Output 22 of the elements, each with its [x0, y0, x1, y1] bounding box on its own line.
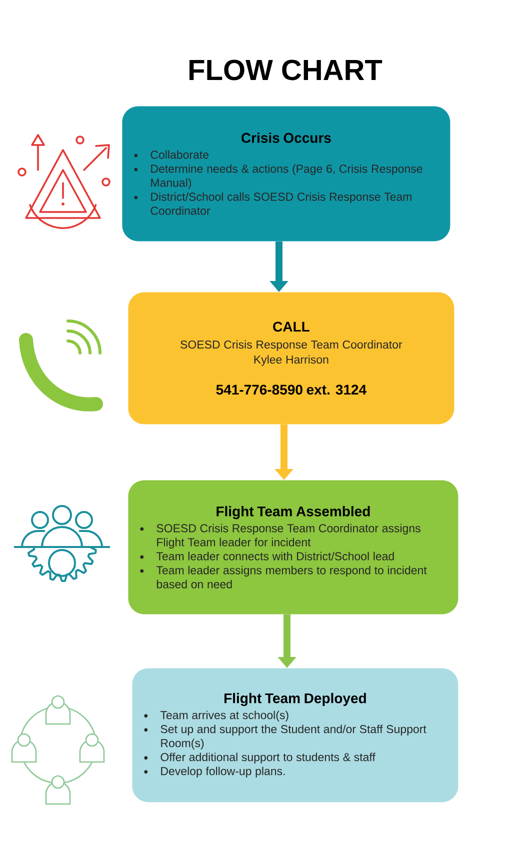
bullet-item: Develop follow-up plans.: [144, 766, 285, 778]
info-line: Kylee Harrison: [254, 355, 328, 366]
bullet-item: Collaborate: [134, 150, 208, 159]
process-box: [128, 292, 454, 424]
process-box: [132, 668, 458, 802]
process-box: [122, 106, 450, 242]
step-heading: Flight Team Deployed: [224, 692, 366, 706]
bullet-item: Set up and support the Student and/or Staff Support Room(s): [144, 724, 426, 750]
bullet-item: Offer additional support to students & staff: [144, 752, 376, 764]
bullet-item: District/School calls SOESD Crisis Response Team Coordinator: [134, 192, 412, 215]
info-line: SOESD Crisis Response Team Coordinator: [180, 340, 402, 351]
step-heading: CALL: [273, 322, 310, 332]
phone-number: 541-776-8590 ext. 3124: [216, 384, 366, 395]
process-box: [128, 480, 458, 614]
bullet-item: Team leader connects with District/School lead: [140, 552, 394, 560]
step-heading: Flight Team Assembled: [216, 506, 370, 520]
bullet-item: Team leader assigns members to respond to incident based on need: [140, 566, 427, 588]
title: FLOW CHART: [190, 60, 382, 80]
bullet-item: SOESD Crisis Response Team Coordinator assigns Flight Team leader for incident: [140, 524, 420, 549]
step-heading: Crisis Occurs: [242, 132, 331, 143]
bullet-item: Determine needs & actions (Page 6, Crisis Response Manual): [134, 164, 422, 190]
bullet-item: Team arrives at school(s): [144, 710, 288, 722]
